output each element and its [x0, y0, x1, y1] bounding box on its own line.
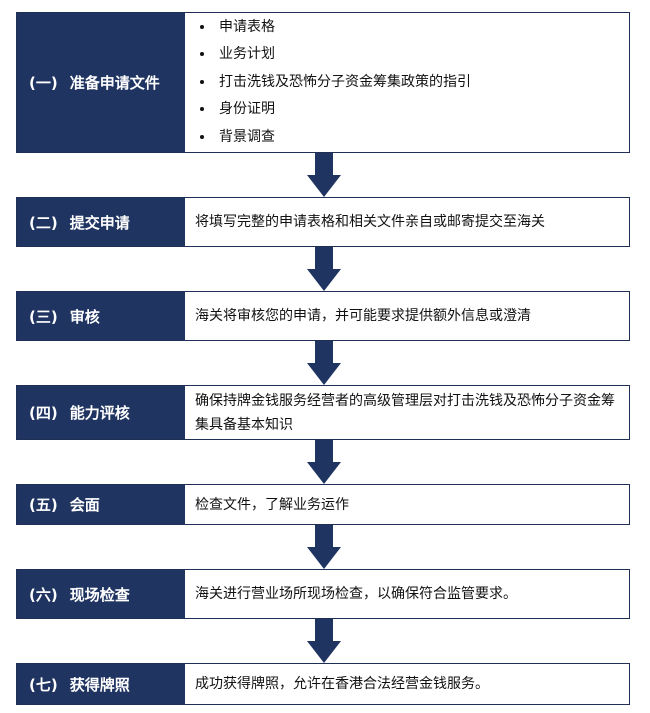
step-5-title: 会面	[69, 496, 100, 514]
step-3-content: 海关将审核您的申请，并可能要求提供额外信息或澄清	[195, 308, 531, 324]
step-4-title: 能力评核	[69, 404, 130, 422]
step-7-label: (七) 获得牌照	[17, 664, 185, 704]
list-item: 背景调查	[215, 124, 471, 152]
down-arrow-icon	[307, 525, 341, 569]
step-2-content: 将填写完整的申请表格和相关文件亲自或邮寄提交至海关	[195, 214, 545, 230]
step-1-content: 申请表格 业务计划 打击洗钱及恐怖分子资金筹集政策的指引 身份证明 背景调查	[185, 13, 629, 152]
step-7-box: (七) 获得牌照 成功获得牌照，允许在香港合法经营金钱服务。	[16, 663, 630, 705]
step-7-title: 获得牌照	[69, 675, 130, 694]
step-3-title: 审核	[69, 307, 100, 326]
step-4-label: (四) 能力评核	[17, 386, 185, 439]
step-5-content: 检查文件，了解业务运作	[195, 496, 349, 513]
list-item: 申请表格	[215, 14, 471, 42]
step-1-box: (一) 准备申请文件 申请表格 业务计划 打击洗钱及恐怖分子资金筹集政策的指引 …	[16, 12, 630, 153]
step-2-title: 提交申请	[69, 213, 130, 232]
step-6-title: 现场检查	[69, 585, 130, 604]
list-item: 打击洗钱及恐怖分子资金筹集政策的指引	[215, 69, 471, 97]
step-4-number: (四)	[29, 404, 58, 422]
step-2-box: (二) 提交申请 将填写完整的申请表格和相关文件亲自或邮寄提交至海关	[16, 197, 630, 247]
step-4-content: 确保持牌金钱服务经营者的高级管理层对打击洗钱及恐怖分子资金筹集具备基本知识	[195, 392, 615, 433]
step-3-label: (三) 审核	[17, 292, 185, 340]
down-arrow-icon	[307, 440, 341, 484]
step-5-number: (五)	[29, 496, 58, 514]
step-2-label: (二) 提交申请	[17, 198, 185, 246]
step-1-title: 准备申请文件	[69, 74, 160, 92]
down-arrow-icon	[307, 341, 341, 385]
list-item: 身份证明	[215, 96, 471, 124]
step-1-number: (一)	[29, 74, 58, 92]
step-5-box: (五) 会面 检查文件，了解业务运作	[16, 484, 630, 525]
step-5-label: (五) 会面	[17, 485, 185, 524]
step-1-list: 申请表格 业务计划 打击洗钱及恐怖分子资金筹集政策的指引 身份证明 背景调查	[195, 14, 471, 152]
step-3-box: (三) 审核 海关将审核您的申请，并可能要求提供额外信息或澄清	[16, 291, 630, 341]
step-6-box: (六) 现场检查 海关进行营业场所现场检查，以确保符合监管要求。	[16, 569, 630, 619]
step-2-number: (二)	[29, 213, 58, 232]
list-item: 业务计划	[215, 41, 471, 69]
step-7-content: 成功获得牌照，允许在香港合法经营金钱服务。	[195, 676, 489, 692]
step-6-label: (六) 现场检查	[17, 570, 185, 618]
down-arrow-icon	[307, 619, 341, 663]
down-arrow-icon	[307, 247, 341, 291]
step-4-box: (四) 能力评核 确保持牌金钱服务经营者的高级管理层对打击洗钱及恐怖分子资金筹集…	[16, 385, 630, 440]
step-1-label: (一) 准备申请文件	[17, 13, 185, 152]
step-3-number: (三)	[29, 307, 58, 326]
step-6-number: (六)	[29, 585, 58, 604]
step-7-number: (七)	[29, 675, 58, 694]
down-arrow-icon	[307, 153, 341, 197]
step-6-content: 海关进行营业场所现场检查，以确保符合监管要求。	[195, 586, 517, 602]
